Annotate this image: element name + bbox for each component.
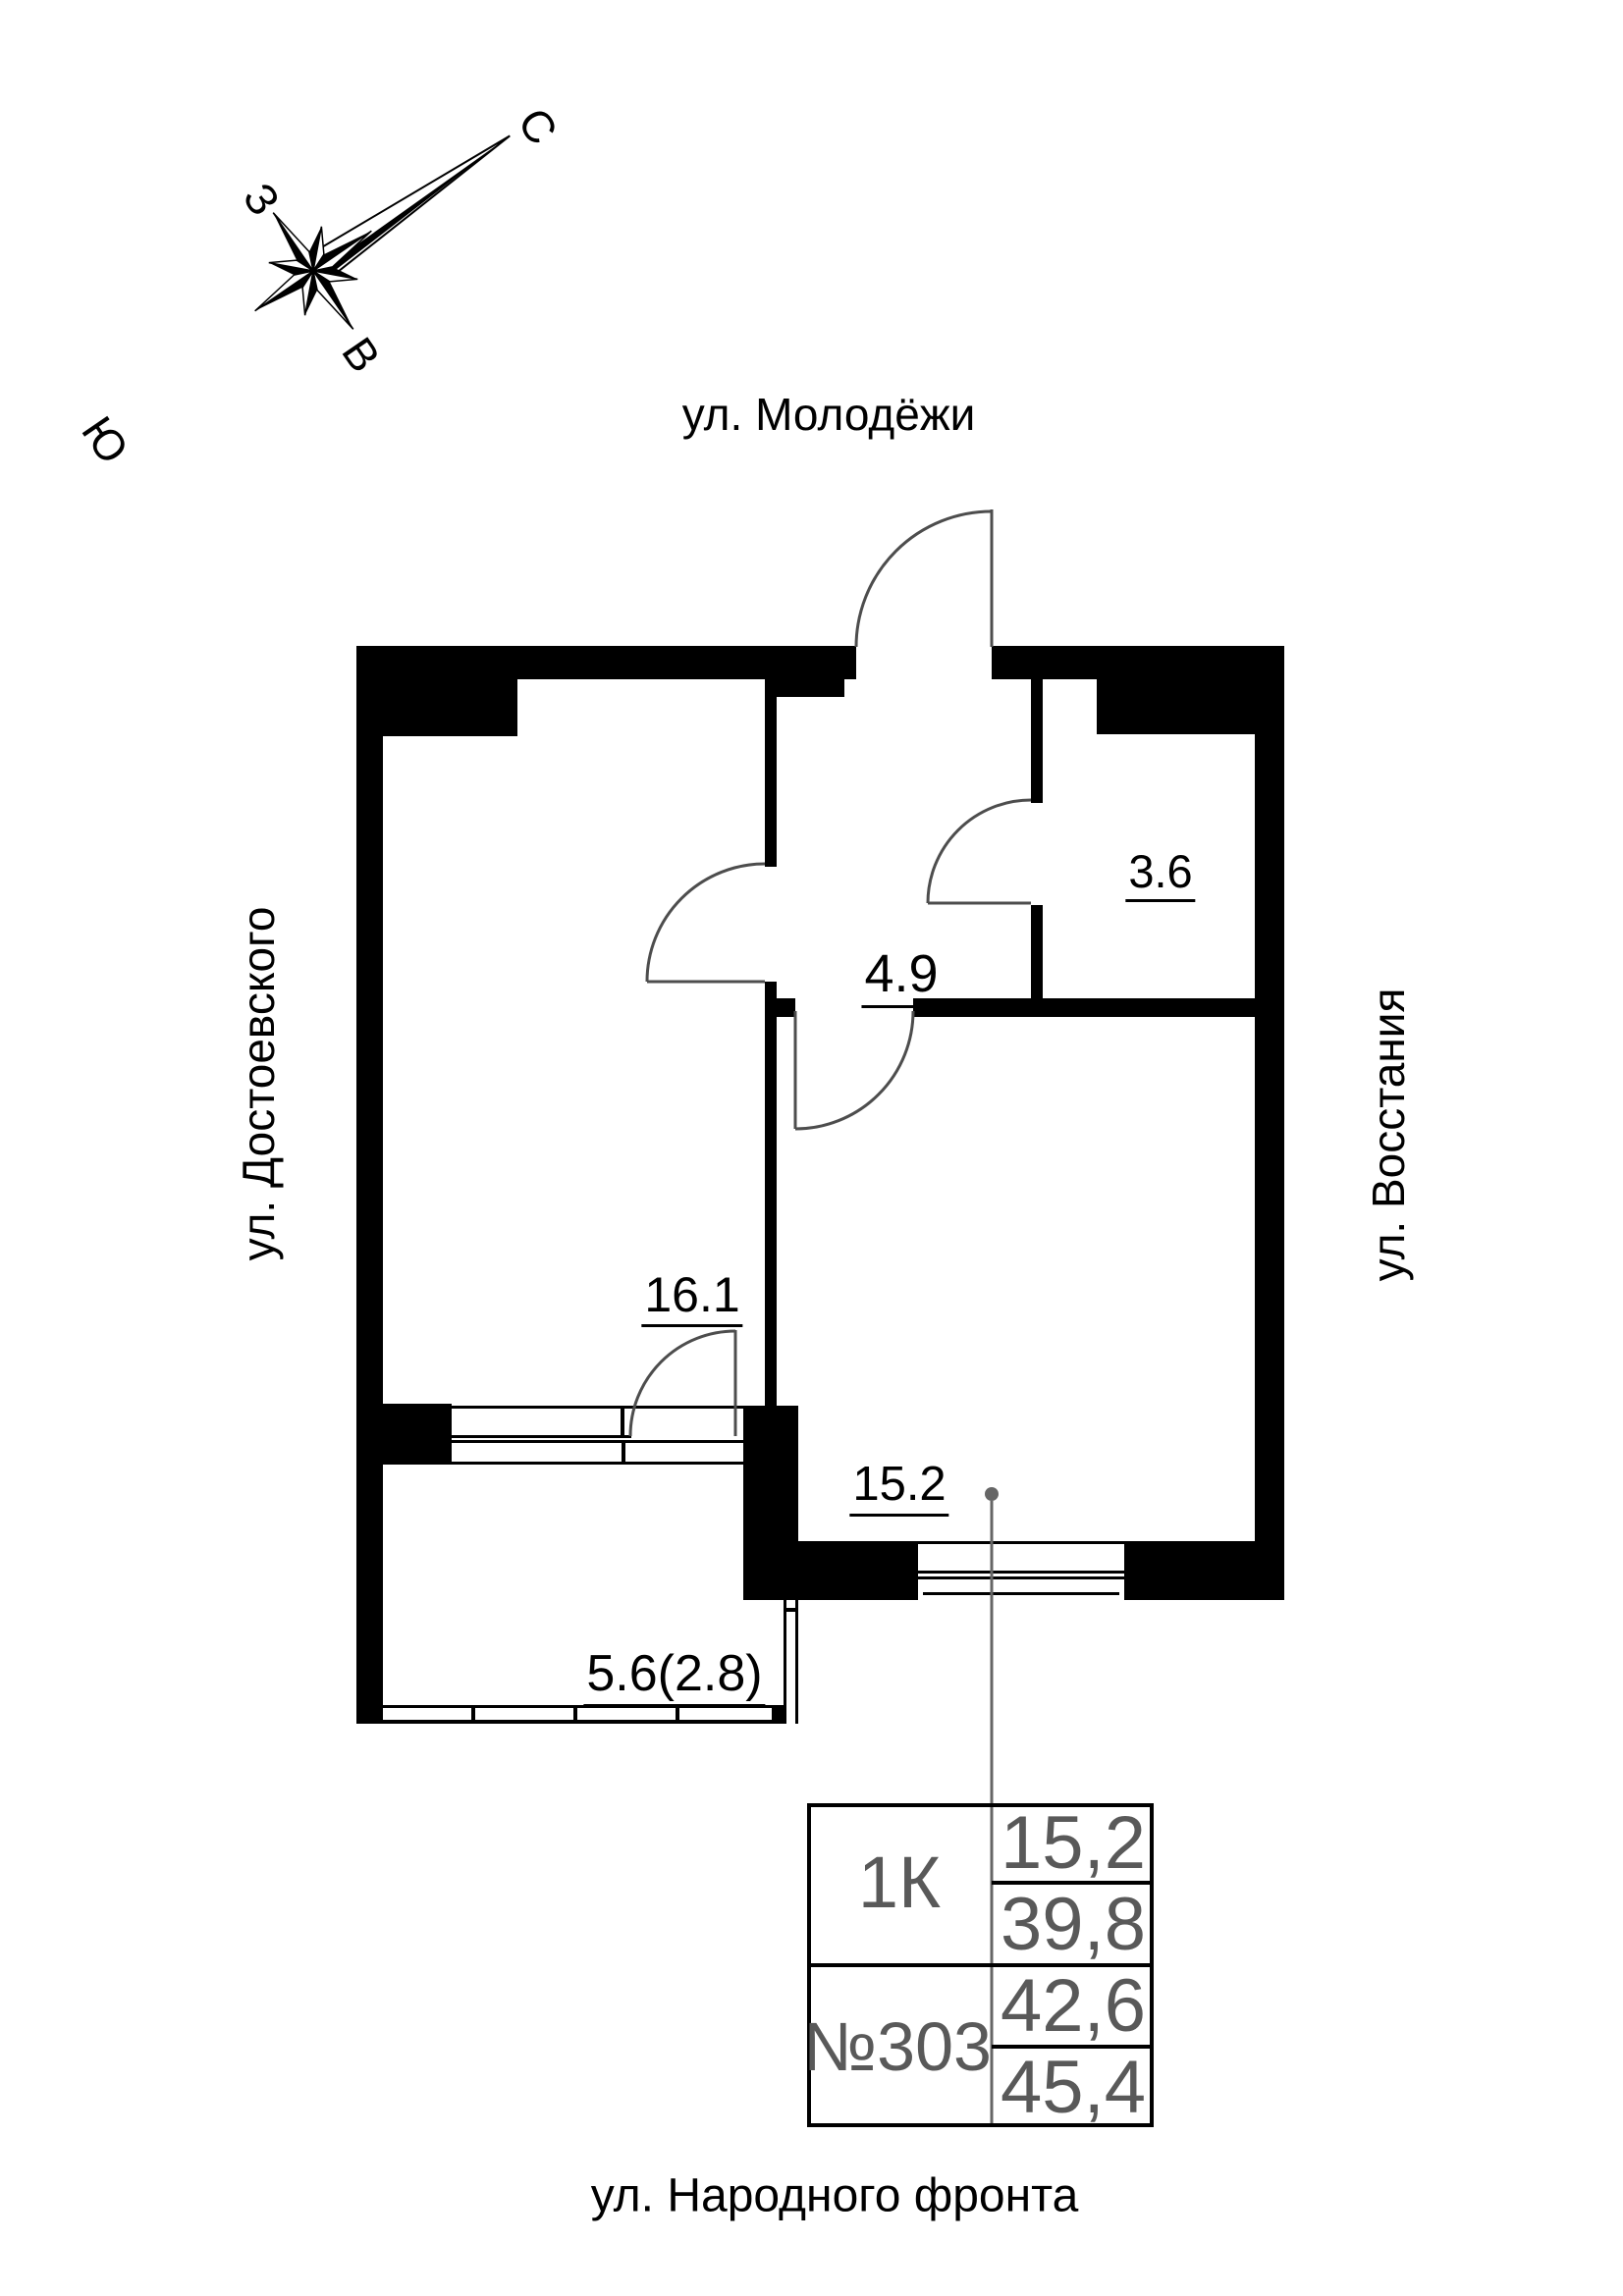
wall-top-left — [356, 646, 856, 679]
balcony-mullion — [362, 1705, 378, 1724]
bathroom-door-arc — [926, 798, 1032, 904]
balcony-right-mullion — [784, 1608, 798, 1612]
apartment-number: №303 — [803, 2008, 992, 2085]
balcony-bottom-line — [378, 1705, 784, 1708]
area-value-total-balcony: 45,4 — [1001, 2046, 1146, 2129]
area-value-living: 15,2 — [1001, 1801, 1146, 1885]
wall-right — [1255, 679, 1284, 1600]
living-door-arc — [794, 1010, 915, 1131]
area-value-total: 42,6 — [1001, 1964, 1146, 2048]
bedroom-window-mullion — [621, 1406, 624, 1438]
street-label-bottom: ул. Народного фронта — [590, 2169, 1079, 2222]
living-window-line — [923, 1592, 1119, 1595]
bedroom-door-arc — [645, 862, 766, 983]
balcony-right-line — [784, 1600, 786, 1724]
living-window-line — [913, 1571, 1129, 1574]
wall-hall-bath-upper — [1031, 679, 1043, 803]
wall-living-bottom-left — [798, 1541, 918, 1600]
wall-hall-living-right — [913, 998, 1255, 1017]
street-label-top: ул. Молодёжи — [681, 389, 976, 440]
room-label-bedroom: 16.1 — [641, 1270, 743, 1327]
living-window-line — [918, 1541, 1124, 1544]
wall-corner-block-topright — [1097, 679, 1257, 734]
balcony-door-arc — [628, 1329, 736, 1437]
balcony-right-line — [795, 1600, 798, 1724]
balcony-mullion — [471, 1705, 475, 1724]
wall-corner-block-topleft — [356, 679, 517, 736]
bedroom-window-line — [452, 1406, 743, 1409]
wall-bedroom-living-lower — [765, 982, 777, 1409]
compass-rose-icon: С Ю З В — [72, 99, 568, 473]
room-label-living: 15.2 — [849, 1461, 949, 1517]
wall-entrance-ledge — [777, 679, 844, 697]
wall-hall-bath-lower — [1031, 905, 1043, 1017]
info-table-hline — [992, 1881, 1154, 1885]
balcony-threshold-line — [381, 1440, 743, 1443]
balcony-mullion — [772, 1705, 785, 1724]
balcony-mullion — [573, 1705, 577, 1724]
wall-bedroom-hall-upper — [765, 679, 777, 867]
balcony-threshold-line — [381, 1462, 743, 1465]
room-label-balcony: 5.6(2.8) — [583, 1648, 766, 1707]
entrance-door-arc — [854, 509, 993, 648]
bedroom-window-line — [452, 1435, 631, 1438]
living-window-line — [913, 1576, 1129, 1579]
callout-dot — [985, 1487, 999, 1501]
apartment-type: 1К — [857, 1842, 942, 1923]
wall-bedroom-bottom-block — [356, 1404, 452, 1463]
balcony-threshold-tick — [622, 1440, 625, 1465]
wall-mid-block — [743, 1406, 798, 1600]
room-label-hallway: 4.9 — [861, 947, 942, 1008]
wall-living-bottom-right — [1124, 1541, 1255, 1600]
wall-hall-living-stub — [777, 998, 795, 1017]
room-label-bathroom: 3.6 — [1125, 848, 1196, 902]
balcony-mullion — [676, 1705, 679, 1724]
area-value-net: 39,8 — [1001, 1883, 1146, 1966]
balcony-bottom-line — [360, 1720, 785, 1724]
info-table-hline — [807, 1963, 1154, 1967]
info-table-hline — [992, 2045, 1154, 2049]
wall-top-right — [992, 646, 1284, 679]
wall-left — [356, 679, 383, 1724]
